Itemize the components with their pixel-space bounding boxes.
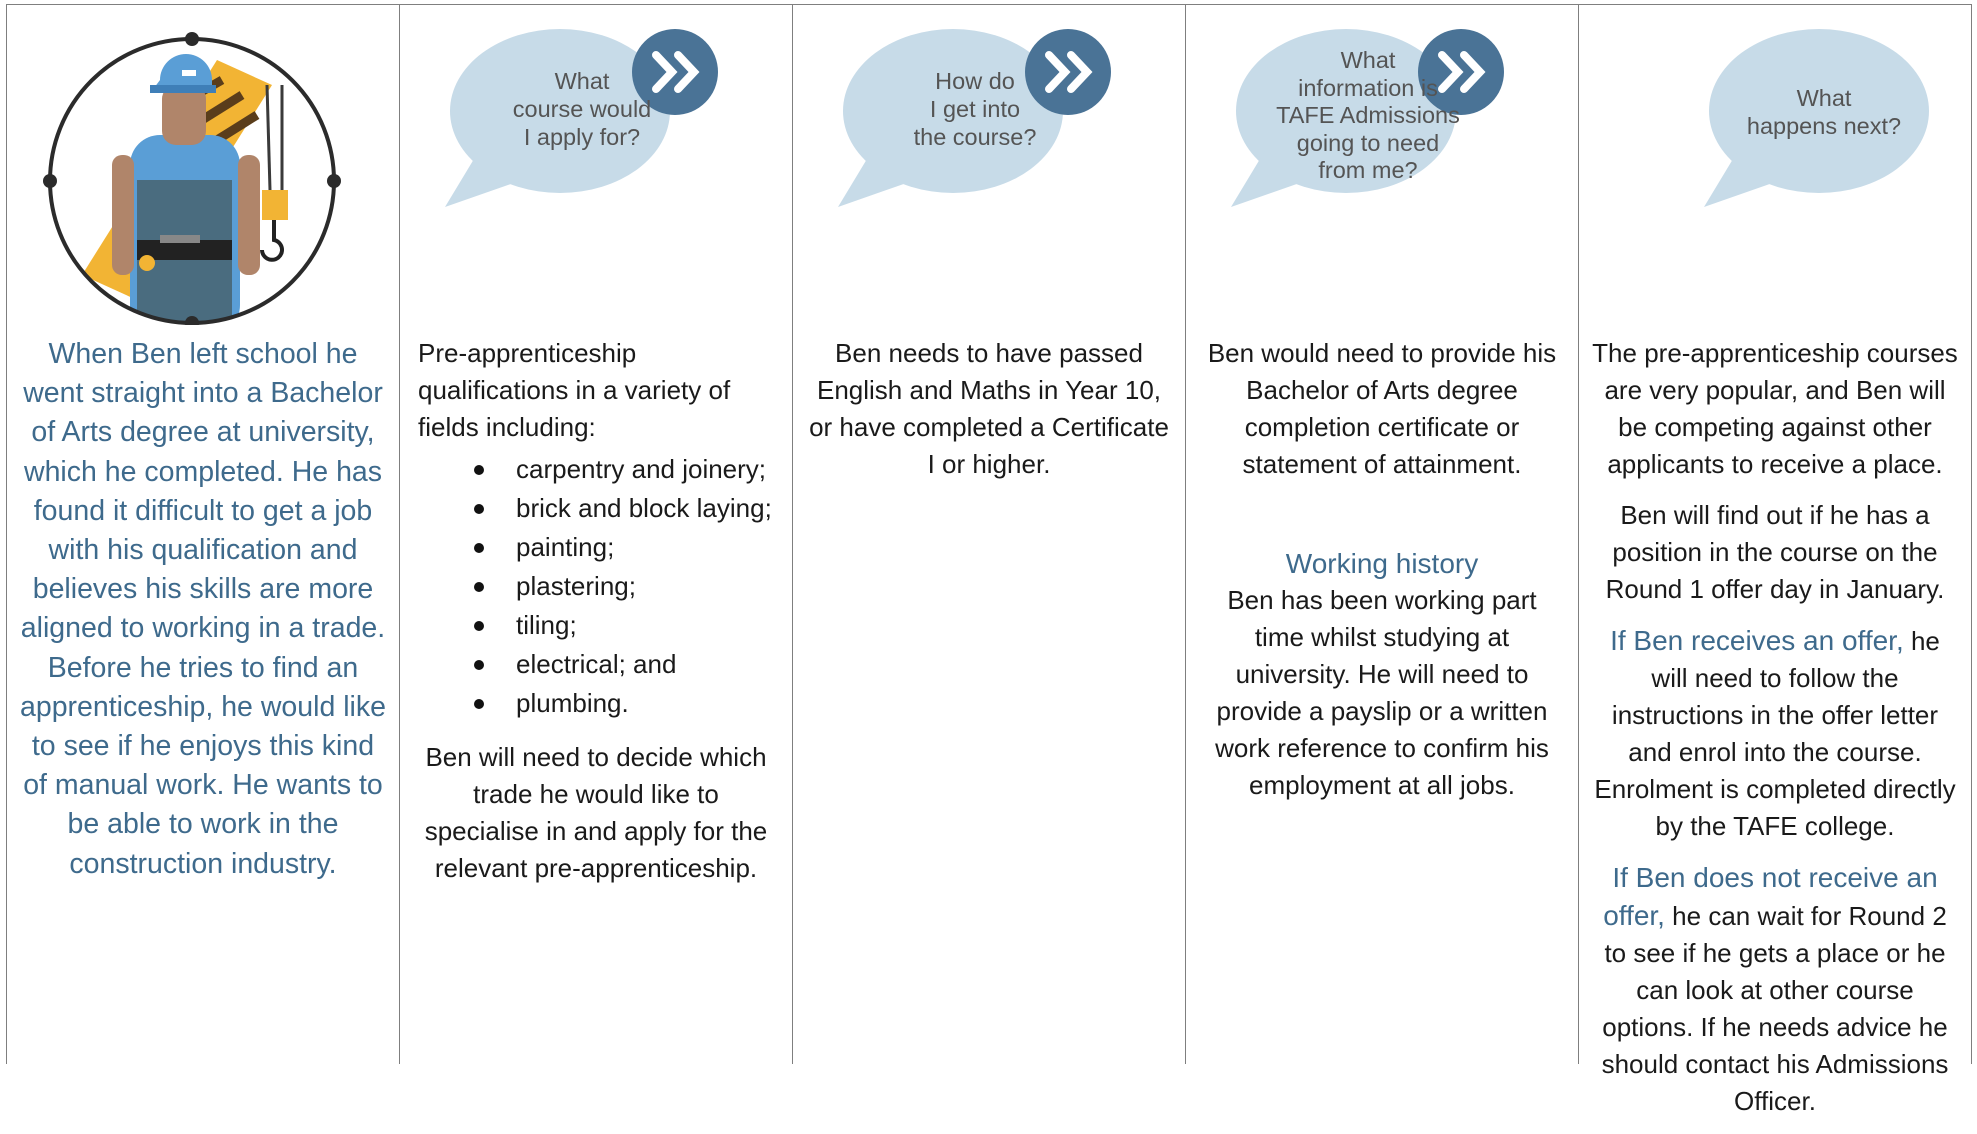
working-history-heading: Working history [1285, 548, 1479, 579]
speech-bubble-shape [1231, 29, 1456, 207]
column-entry: How do I get into the course? Ben needs … [793, 5, 1186, 1064]
profile-intro: When Ben left school he went straight in… [20, 338, 386, 880]
speech-bubble-shape [1704, 29, 1929, 207]
bubble-line: How do [935, 68, 1015, 94]
list-item: brick and block laying; [470, 489, 774, 528]
info-table: When Ben left school he went straight in… [6, 4, 1972, 1116]
chevron-double-right-icon [1025, 29, 1111, 115]
bubble-line: TAFE Admissions [1276, 102, 1460, 128]
next-p1: The pre-apprenticeship courses are very … [1592, 338, 1958, 479]
bubble-line: course would [512, 96, 652, 122]
list-item: painting; [470, 528, 774, 567]
next-p3: If Ben receives an offer, he will need t… [1589, 622, 1961, 845]
bubble-question: What happens next? [1704, 84, 1944, 140]
bubble-line: I get into [929, 96, 1021, 122]
course-content: Pre-apprenticeship qualifications in a v… [400, 335, 792, 901]
speech-bubble-shape [445, 29, 670, 207]
documents-content: Ben would need to provide his Bachelor o… [1186, 335, 1578, 818]
speech-bubble: What happens next? [1579, 29, 1971, 229]
bubble-question: What information is TAFE Admissions goin… [1248, 47, 1488, 185]
no-offer-lead: If Ben does not receive an offer, [1603, 862, 1938, 931]
bubble-line: from me? [1318, 157, 1418, 183]
bubble-line: What [1340, 47, 1396, 73]
bubble-question: How do I get into the course? [855, 67, 1095, 151]
bubble-line: information is [1298, 74, 1438, 101]
chevron-double-right-icon [1418, 29, 1504, 115]
column-course: What course would I apply for? Pre-appre… [400, 5, 793, 1064]
offer-lead: If Ben receives an offer, [1610, 625, 1904, 656]
course-lead: Pre-apprenticeship qualifications in a v… [418, 338, 731, 442]
speech-bubble: How do I get into the course? [793, 29, 1185, 229]
speech-bubble-shape [838, 29, 1063, 207]
bubble-question: What course would I apply for? [462, 67, 702, 151]
list-item: plumbing. [470, 684, 774, 723]
course-closing: Ben will need to decide which trade he w… [424, 742, 768, 883]
list-item: carpentry and joinery; [470, 450, 774, 489]
list-item: electrical; and [470, 645, 774, 684]
trade-list: carpentry and joinery; brick and block l… [418, 450, 774, 723]
column-documents: What information is TAFE Admissions goin… [1186, 5, 1579, 1064]
column-profile: When Ben left school he went straight in… [7, 5, 400, 1064]
bubble-line: happens next? [1746, 113, 1902, 139]
no-offer-rest: he can wait for Round 2 to see if he get… [1601, 901, 1949, 1116]
working-history-body: Ben has been working part time whilst st… [1215, 585, 1549, 800]
chevron-double-right-icon [632, 29, 718, 115]
column-next-steps: What happens next? The pre-apprenticeshi… [1579, 5, 1972, 1116]
bubble-line: I apply for? [523, 124, 641, 150]
bubble-line: What [554, 68, 610, 94]
next-p4: If Ben does not receive an offer, he can… [1589, 859, 1961, 1120]
list-item: tiling; [470, 606, 774, 645]
worker-illustration [43, 32, 341, 325]
bubble-line: What [1796, 85, 1852, 111]
speech-bubble: What information is TAFE Admissions goin… [1186, 29, 1578, 229]
documents-body: Ben would need to provide his Bachelor o… [1207, 338, 1557, 479]
bubble-line: the course? [913, 124, 1037, 150]
list-item: plastering; [470, 567, 774, 606]
offer-rest: he will need to follow the instructions … [1594, 626, 1956, 841]
speech-bubble: What course would I apply for? [400, 29, 792, 229]
entry-content: Ben needs to have passed English and Mat… [793, 335, 1185, 497]
entry-body: Ben needs to have passed English and Mat… [809, 338, 1169, 479]
bubble-line: going to need [1296, 129, 1440, 156]
next-p2: Ben will find out if he has a position i… [1605, 500, 1945, 604]
next-steps-content: The pre-apprenticeship courses are very … [1579, 335, 1971, 1134]
